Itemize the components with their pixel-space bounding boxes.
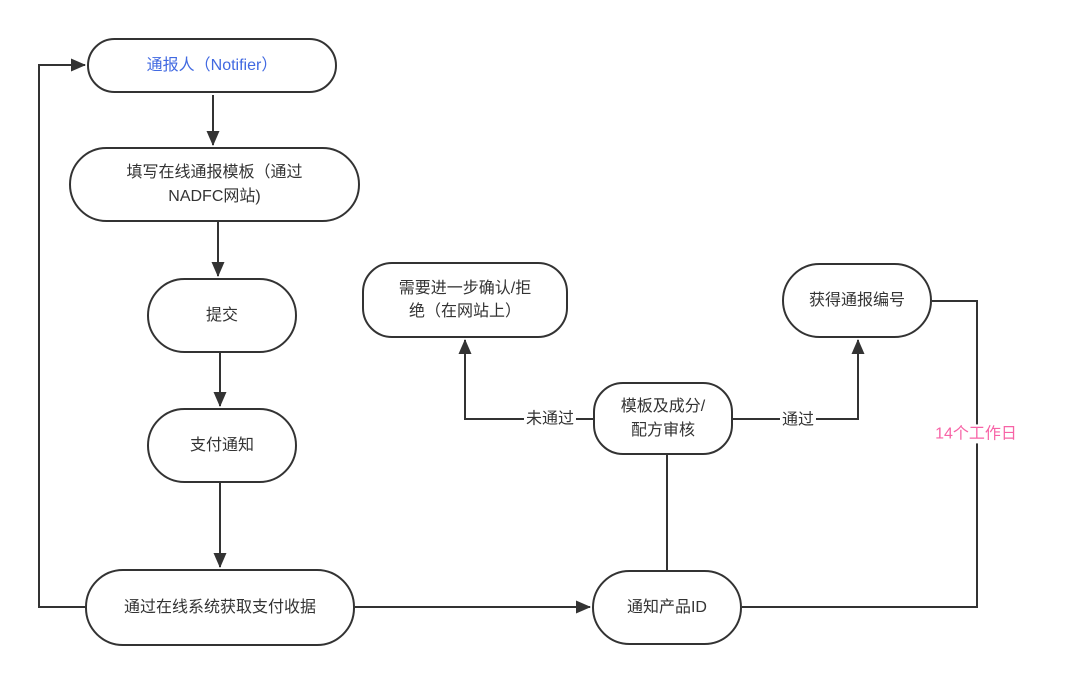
node-submit-label: 提交 [205,306,238,324]
node-get-receipt-label: 通过在线系统获取支付收据 [123,598,316,616]
edge-notify-product-id-to-get-number-duration [742,300,978,608]
node-review-label: 模板及成分/ 配方审核 [620,398,706,439]
node-get-receipt: 通过在线系统获取支付收据 [85,569,355,646]
node-submit: 提交 [147,278,297,353]
edge-label-pass: 通过 [779,410,817,430]
edge-label-fail: 未通过 [523,409,577,429]
node-fill-template-label: 填写在线通报模板（通过 NADFC网站) [126,164,303,205]
node-get-number: 获得通报编号 [782,263,932,338]
node-notifier-label: 通报人（Notifier） [146,56,278,74]
edge-review-fail-to-further-confirm [458,339,593,420]
edge-review-pass-to-get-number [733,339,865,420]
node-further-confirm-label: 需要进一步确认/拒 绝（在网站上） [398,279,532,320]
node-further-confirm: 需要进一步确认/拒 绝（在网站上） [362,262,568,338]
node-notifier: 通报人（Notifier） [87,38,337,93]
edge-get-receipt-loop-to-notifier [38,58,86,608]
node-payment-notice-label: 支付通知 [189,436,254,454]
node-review: 模板及成分/ 配方审核 [593,382,733,455]
node-notify-product-id-label: 通知产品ID [626,598,707,616]
node-notify-product-id: 通知产品ID [592,570,742,645]
edge-label-duration: 14个工作日 [933,424,1019,444]
node-payment-notice: 支付通知 [147,408,297,483]
node-get-number-label: 获得通报编号 [808,291,905,309]
node-fill-template: 填写在线通报模板（通过 NADFC网站) [69,147,360,222]
